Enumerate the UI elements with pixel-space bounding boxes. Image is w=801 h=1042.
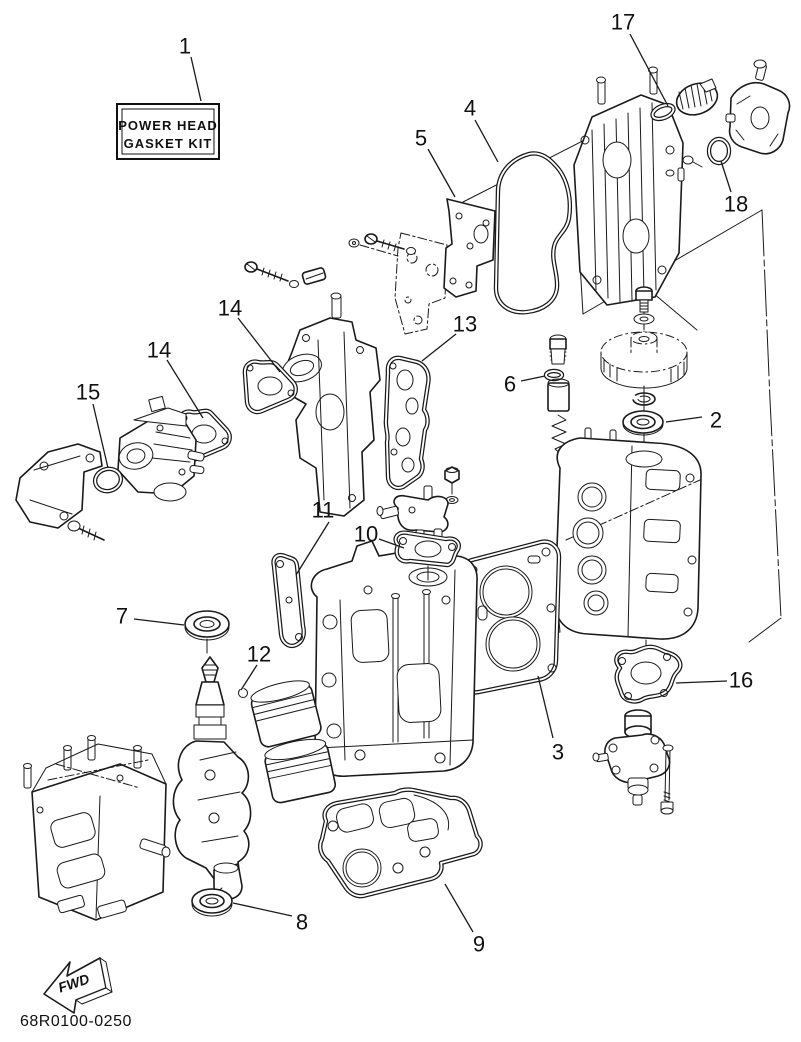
carburetor (117, 395, 205, 502)
callout-16-16: 16 (729, 668, 753, 693)
callout-leader-3-2 (537, 675, 554, 739)
callout-14-13: 14 (218, 296, 242, 321)
head-cover-gasket (496, 153, 570, 312)
callout-leader-8-7 (232, 902, 293, 917)
callout-15-15: 15 (76, 380, 100, 405)
kit-label-line1: POWER HEAD (118, 118, 218, 133)
flywheel-bolt (633, 286, 655, 415)
callout-7-6: 7 (116, 604, 128, 629)
callout-leader-1-0 (190, 56, 202, 102)
mount-bolts (244, 233, 416, 288)
base-gasket-9 (320, 790, 480, 897)
callout-12-11: 12 (247, 642, 271, 667)
kit-label-line2: GASKET KIT (124, 136, 213, 151)
callout-leader-16-16 (675, 680, 728, 684)
callout-17-17: 17 (611, 10, 635, 35)
o-ring-17 (650, 102, 676, 122)
fitting-gasket-10 (393, 530, 461, 581)
cylinder-block (310, 540, 478, 777)
callout-leader-14-14 (166, 359, 204, 419)
callout-2-1: 2 (710, 408, 722, 433)
callout-13-12: 13 (453, 312, 477, 337)
callout-6-5: 6 (504, 372, 516, 397)
callout-leader-5-4 (427, 148, 456, 198)
callout-leader-4-3 (474, 119, 499, 163)
crankcase (23, 735, 171, 921)
callout-10-9: 10 (354, 522, 378, 547)
callout-9-8: 9 (473, 932, 485, 957)
o-ring-18 (706, 136, 732, 166)
oil-seal-bottom-8 (191, 887, 233, 917)
callout-4-3: 4 (464, 96, 476, 121)
callout-18-18: 18 (724, 192, 748, 217)
fuel-pump-gasket-16 (616, 647, 680, 702)
flywheel (600, 331, 688, 389)
callout-leader-12-11 (240, 664, 258, 691)
drawing-code: 68R0100-0250 (20, 1013, 132, 1030)
callout-leader-14-13 (237, 317, 281, 373)
callout-leader-13-12 (421, 333, 457, 362)
breather-plate (443, 198, 496, 298)
ghost-plate (348, 232, 448, 335)
callout-11-10: 11 (312, 498, 335, 523)
callout-leader-18-18 (720, 160, 732, 193)
fuel-pump (592, 709, 671, 806)
oil-seal-top-7 (184, 610, 230, 654)
kit-label-box: POWER HEAD GASKET KIT (116, 103, 220, 160)
manifold-gasket-13 (386, 358, 429, 488)
oil-filler-cap (675, 78, 719, 116)
callout-leader-11-10 (295, 521, 330, 576)
fuel-pump-bolt (660, 744, 674, 815)
callout-leader-6-5 (520, 375, 546, 382)
cylinder-head-cover (573, 66, 703, 306)
callout-leader-10-9 (378, 538, 405, 549)
carburetor-gasket-14-upper (245, 362, 296, 412)
callout-leader-17-17 (629, 33, 669, 107)
block-side-gasket-11 (274, 555, 304, 646)
callout-3-2: 3 (552, 740, 564, 765)
callout-1-0: 1 (179, 34, 191, 59)
callout-5-4: 5 (415, 126, 427, 151)
callout-leader-9-8 (444, 883, 474, 933)
piston-clip-12 (238, 688, 248, 698)
callout-8-7: 8 (296, 910, 308, 935)
crankshaft (172, 656, 337, 900)
front-bracket (15, 443, 105, 541)
intake-manifold (282, 292, 381, 517)
circlip (632, 392, 656, 406)
callout-leader-2-1 (665, 416, 703, 423)
callout-14-14: 14 (147, 338, 171, 363)
cylinder-head (543, 427, 702, 661)
head-gasket-3 (460, 542, 559, 693)
callout-leader-15-15 (92, 403, 109, 469)
carburetor-o-ring-15 (92, 466, 124, 494)
callout-leader-7-6 (133, 618, 185, 626)
fwd-arrow: FWD (43, 957, 113, 1014)
thermostat-cover (725, 59, 791, 155)
fitting-bolt (444, 466, 460, 504)
